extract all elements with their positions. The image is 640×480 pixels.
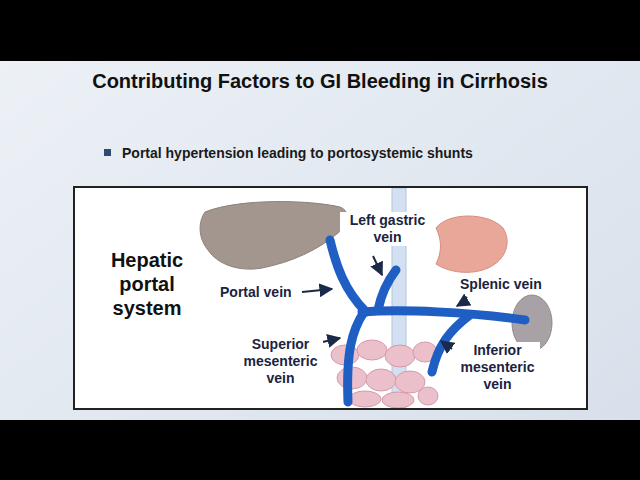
vein-label: Portal vein [218,284,294,301]
superior-mesenteric-vein [348,312,364,402]
figure-heading: Hepatic portal system [97,248,197,320]
letterbox-bar [0,420,640,480]
intestine-loop [385,345,415,367]
intestine-loop [418,387,438,405]
vein-label: Inferior mesenteric vein [455,342,540,393]
letterbox-bar [0,0,640,61]
vein-label: Splenic vein [458,276,544,293]
leader-arrow [457,297,467,306]
intestine-loop [366,369,396,391]
bullet-point: Portal hypertension leading to portosyst… [122,145,473,161]
intestine-loop [382,392,414,408]
vein-label: Superior mesenteric vein [238,336,323,387]
splenic-vein [362,311,525,320]
leader-arrow [441,341,452,349]
portal-vein [330,240,366,312]
vein-label: Left gastric vein [340,212,435,246]
leader-arrow [373,256,382,275]
stomach [436,216,507,272]
figure-ground [74,187,587,409]
leader-arrow [302,289,332,292]
leader-arrows [302,256,467,349]
left-gastric-vein [378,270,396,310]
bullet-square [104,149,111,156]
liver [200,202,347,270]
intestine-loop [349,391,381,407]
slide-title: Contributing Factors to GI Bleeding in C… [0,70,640,93]
intestine-loop [357,340,387,360]
